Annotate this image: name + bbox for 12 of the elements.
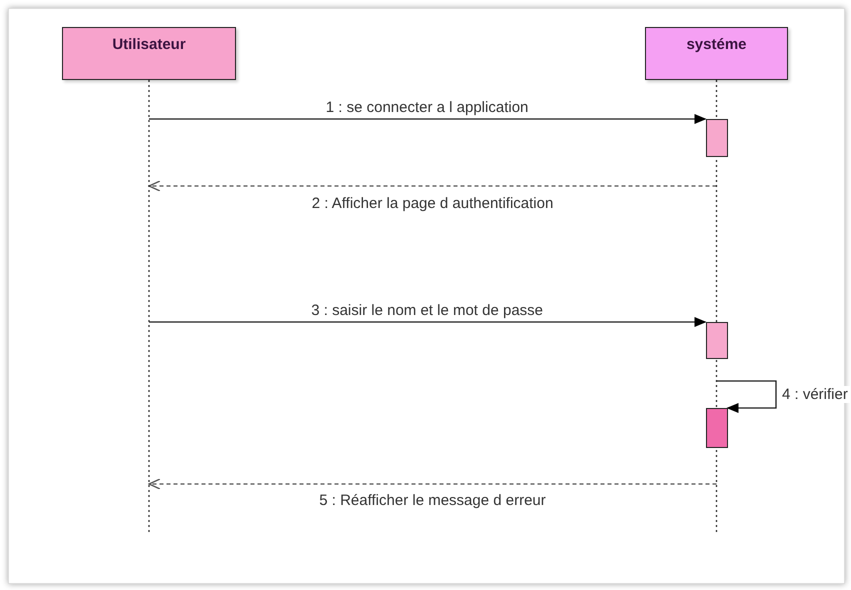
self-message-arrow [716, 380, 777, 413]
participant-box: Utilisateur [62, 27, 236, 80]
edge-label: 2 : Afficher la page d authentification [310, 195, 556, 212]
return-arrow [148, 478, 716, 490]
participant-box: systéme [645, 27, 788, 80]
return-arrow [148, 180, 716, 192]
edge-label: 3 : saisir le nom et le mot de passe [309, 302, 546, 319]
message-arrow [149, 114, 706, 124]
edge-label: 5 : Réafficher le message d erreur [317, 492, 548, 509]
edge-label: 1 : se connecter a l application [324, 99, 530, 116]
message-arrow [149, 317, 706, 327]
edge-label: 4 : vérifier [780, 386, 850, 403]
